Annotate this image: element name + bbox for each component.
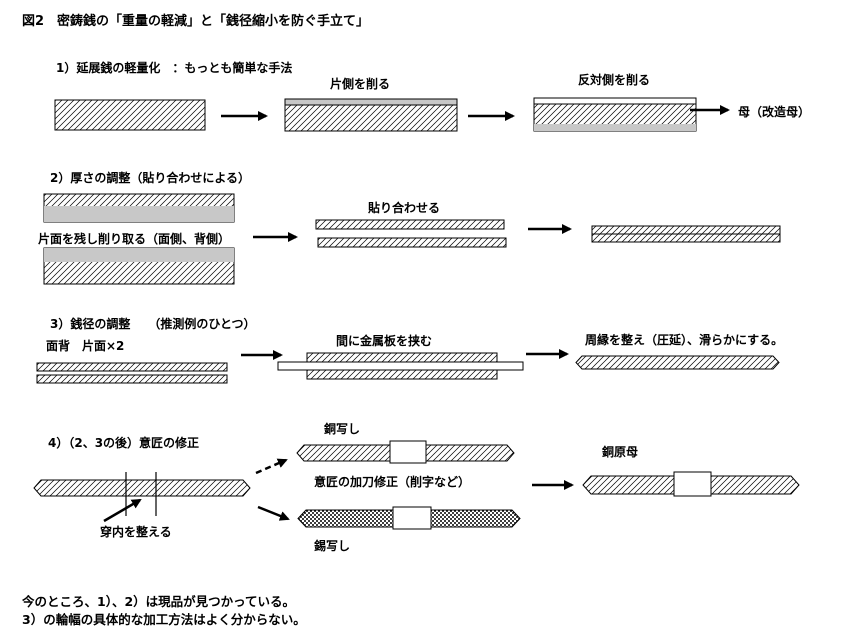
copper-mother-coin xyxy=(582,471,800,497)
note-line-2: 3）の輪幅の具体的な加工方法はよく分からない。 xyxy=(22,612,306,627)
copper-copy-coin xyxy=(296,440,515,464)
section2-plates-apart xyxy=(315,219,507,248)
tin-copy-label: 錫写し xyxy=(314,539,351,553)
tin-copy-coin xyxy=(297,506,521,530)
section3-step1-label: 間に金属板を挟む xyxy=(336,334,433,348)
section1-result-label: 母（改造母） xyxy=(738,105,811,119)
section4-dashed-arrow xyxy=(255,458,288,475)
section4-source-coin xyxy=(33,472,251,516)
section1-coin-one-side xyxy=(284,98,458,132)
copper-mother-label: 銅原母 xyxy=(602,445,639,459)
copper-copy-label: 銅写し xyxy=(324,422,361,436)
section3-step2-label: 周縁を整え（圧延）、滑らかにする。 xyxy=(585,333,784,347)
section2-heading: 2）厚さの調整（貼り合わせによる） xyxy=(50,171,250,185)
section1-step2-label: 反対側を削る xyxy=(578,73,651,87)
section2-step1-label: 貼り合わせる xyxy=(368,201,441,215)
figure-title: 図2 密鋳銭の「重量の軽減」と「銭径縮小を防ぐ手立て」 xyxy=(22,14,370,29)
design-fix-label: 意匠の加刀修正（削字など） xyxy=(314,475,471,489)
section2-left-label: 片面を残し削り取る（面側、背側） xyxy=(38,232,231,246)
section3-left-label: 面背 片面×2 xyxy=(46,339,125,353)
hole-adjust-arrow xyxy=(103,498,142,523)
section1-coin-both-sides xyxy=(533,97,697,132)
section1-coin-original xyxy=(54,99,206,131)
section2-coin-bottom xyxy=(43,247,235,285)
section3-heading: 3）銭径の調整 （推測例のひとつ） xyxy=(50,317,256,331)
section3-rolled-coin xyxy=(575,355,780,370)
section1-step1-label: 片側を削る xyxy=(330,77,391,91)
section4-heading: 4）（2、3の後）意匠の修正 xyxy=(48,436,200,450)
section2-coin-top xyxy=(43,193,235,223)
section3-sandwich xyxy=(277,352,524,380)
hole-adjust-label: 穿内を整える xyxy=(100,525,172,539)
section3-plates-pair xyxy=(36,362,228,384)
section1-heading: 1）延展銭の軽量化 ：もっとも簡単な手法 xyxy=(56,61,293,75)
section2-plates-joined xyxy=(591,225,781,243)
note-line-1: 今のところ、1）、2）は現品が見つかっている。 xyxy=(22,594,296,609)
section4-arrow-down xyxy=(257,505,290,521)
